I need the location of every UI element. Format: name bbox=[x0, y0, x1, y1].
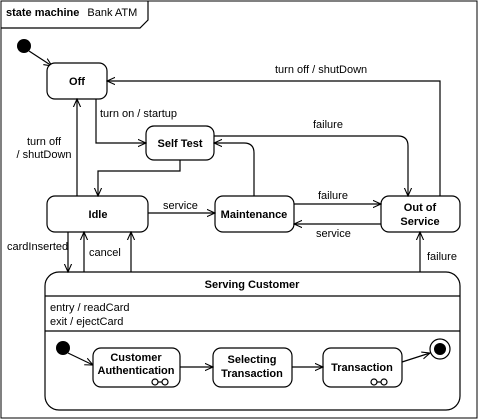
transition-turn-off-left-label-1: turn off bbox=[27, 136, 62, 148]
transition-selftest-to-idle bbox=[98, 160, 181, 196]
transition-turn-off-top bbox=[107, 81, 441, 196]
transition-service-back-label: service bbox=[316, 228, 351, 240]
transition-turn-off-left-label-2: / shutDown bbox=[16, 149, 71, 161]
frame-title: state machine Bank ATM bbox=[6, 3, 137, 20]
selecting-transaction-label-1: Selecting bbox=[228, 354, 277, 366]
transaction-to-final-arrow bbox=[401, 353, 430, 363]
serving-customer-exit: exit / ejectCard bbox=[50, 316, 123, 328]
transition-cancel-label: cancel bbox=[89, 247, 121, 259]
transition-turn-on-label: turn on / startup bbox=[100, 108, 177, 120]
serving-customer-label: Serving Customer bbox=[205, 279, 300, 291]
final-state bbox=[429, 338, 451, 360]
transition-turn-off-top-label: turn off / shutDown bbox=[275, 64, 367, 76]
transition-service-idle-maintenance-label: service bbox=[163, 200, 198, 212]
transition-maintenance-failure-label: failure bbox=[318, 190, 348, 202]
state-maintenance-label: Maintenance bbox=[221, 209, 288, 221]
transition-serving-failure-label: failure bbox=[427, 251, 457, 263]
transition-turn-on bbox=[95, 99, 146, 143]
state-serving-customer[interactable] bbox=[44, 271, 461, 411]
transition-maintenance-to-selftest bbox=[214, 143, 255, 196]
state-out-of-service-label-1: Out of bbox=[404, 202, 437, 214]
inner-initial-state bbox=[56, 341, 70, 355]
customer-authentication-label-1: Customer bbox=[110, 352, 162, 364]
state-out-of-service-label-2: Service bbox=[400, 216, 439, 228]
frame-keyword: state machine bbox=[6, 7, 79, 19]
state-self-test-label: Self Test bbox=[157, 138, 202, 150]
transition-selftest-failure-label: failure bbox=[313, 119, 343, 131]
state-off-label: Off bbox=[69, 76, 85, 88]
composite-icon bbox=[370, 378, 388, 386]
selecting-transaction-label-2: Transaction bbox=[221, 368, 283, 380]
transition-selftest-failure bbox=[214, 135, 408, 196]
transaction-label: Transaction bbox=[331, 362, 393, 374]
customer-authentication-label-2: Authentication bbox=[98, 365, 175, 377]
serving-customer-entry: entry / readCard bbox=[50, 302, 129, 314]
inner-initial-arrow bbox=[67, 352, 93, 365]
transition-card-inserted-label: cardInserted bbox=[7, 241, 68, 253]
frame-tab bbox=[1, 1, 149, 29]
composite-icon bbox=[151, 378, 169, 386]
state-idle-label: Idle bbox=[89, 209, 108, 221]
frame-name: Bank ATM bbox=[87, 7, 137, 19]
initial-to-off-arrow bbox=[28, 50, 52, 66]
initial-state bbox=[17, 39, 31, 53]
